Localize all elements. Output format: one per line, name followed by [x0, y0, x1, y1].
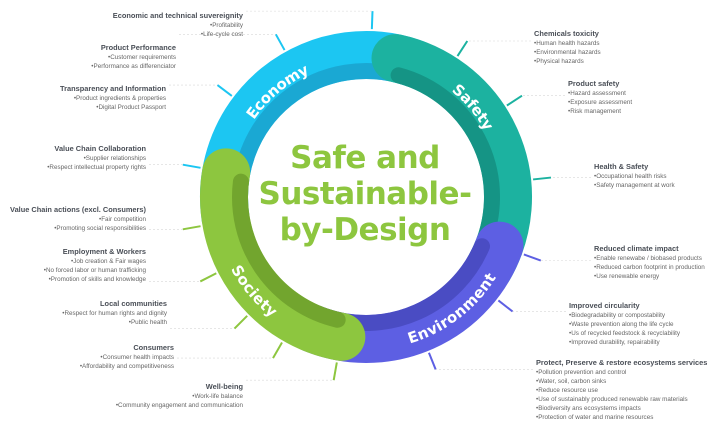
criterion-item: •Reduce resource use — [536, 387, 599, 394]
criterion-item: •Human health hazards — [534, 40, 600, 47]
criterion-tick — [332, 362, 338, 381]
criterion-item: •Pollution prevention and control — [536, 369, 627, 376]
criterion-title: Value Chain actions (excl. Consumers) — [10, 205, 146, 214]
criterion-item: •Exposure assessment — [568, 99, 633, 106]
criterion-item: •Performance as differenciator — [91, 63, 176, 70]
criterion-item: •Safety management at work — [594, 182, 675, 189]
criterion-item: •Use of sustainably produced renewable r… — [536, 396, 688, 403]
criterion-item: •Supplier relationships — [83, 155, 146, 162]
criterion-item: •Physical hazards — [534, 58, 584, 65]
criterion-title: Employment & Workers — [62, 247, 146, 256]
segment-inner-band — [232, 173, 346, 328]
criterion-item: •Biodiversity ans ecosystems impacts — [536, 405, 641, 412]
criterion-item: •Promoting social responsibilities — [54, 225, 146, 232]
criterion-item: •Respect intellectual property rights — [47, 164, 146, 171]
criterion-item: •Use renewable energy — [594, 273, 660, 280]
criterion-title: Economic and technical suvereignity — [112, 11, 243, 20]
criterion-tick — [497, 299, 514, 313]
criterion-item: •Life-cycle cost — [200, 31, 243, 38]
criterion-title: Product safety — [568, 79, 620, 88]
criterion-title: Protect, Preserve & restore ecosystems s… — [536, 358, 708, 367]
center-title: Safe and Sustainable- by-Design — [255, 140, 475, 248]
center-title-line: by-Design — [279, 212, 451, 248]
criterion-label: Employment & Workers •Job creation & Fair… — [44, 246, 146, 284]
criterion-item: •Profitability — [209, 22, 243, 29]
criterion-item: •No forced labor or human trafficking — [43, 267, 146, 274]
criterion-title: Health & Safety — [594, 162, 649, 171]
criterion-tick — [370, 11, 374, 30]
criterion-tick — [506, 94, 523, 107]
criterion-item: •Product ingredients & properties — [73, 95, 166, 102]
criterion-label: Protect, Preserve & restore ecosystems s… — [536, 357, 707, 422]
criterion-item: •Job creation & Fair wages — [70, 258, 146, 265]
criterion-label: Product safety •Hazard assessment •Exposur… — [568, 78, 632, 116]
criterion-item: •Public health — [128, 319, 167, 326]
criterion-tick — [274, 33, 286, 51]
criterion-item: •Improved durability, repairability — [569, 339, 660, 346]
criterion-item: •Work-life balance — [192, 393, 243, 400]
criterion-item: •Enable renewabe / biobased products — [594, 255, 702, 262]
criterion-label: Health & Safety •Occupational health risk… — [594, 161, 675, 190]
criterion-tick — [532, 176, 552, 181]
criterion-item: •Waste prevention along the life cycle — [569, 321, 674, 328]
criterion-item: •Water, soil, carbon sinks — [536, 378, 607, 385]
criterion-title: Local communities — [100, 299, 167, 308]
criterion-tick — [523, 253, 542, 262]
segment-arc — [200, 148, 366, 361]
center-title-line: Sustainable- — [258, 176, 472, 212]
criterion-title: Consumers — [133, 343, 174, 352]
criterion-item: •Occupational health risks — [594, 173, 667, 180]
criterion-label: Transparency and Information •Product ing… — [60, 83, 166, 112]
segment-society: Society — [200, 148, 366, 361]
criterion-item: •Biodegradability or compostability — [569, 312, 666, 319]
criterion-item: •Reduced carbon footprint in production — [594, 264, 705, 271]
center-title-line: Safe and — [290, 140, 440, 176]
criterion-label: Improved circularity •Biodegradability or… — [569, 300, 680, 347]
criterion-item: •Risk management — [568, 108, 621, 115]
criterion-title: Product Performance — [100, 43, 176, 52]
criterion-tick — [199, 272, 217, 283]
criterion-tick — [233, 315, 248, 330]
criterion-label: Product Performance •Customer requirement… — [91, 42, 176, 71]
criterion-item: •Community engagement and communication — [115, 402, 243, 409]
criterion-label: Value Chain Collaboration •Supplier relat… — [47, 143, 146, 172]
criterion-label: Value Chain actions (excl. Consumers) •Fa… — [10, 204, 146, 233]
criterion-tick — [182, 225, 201, 231]
criterion-label: Well-being •Work-life balance •Community e… — [116, 381, 243, 410]
criterion-title: Well-being — [205, 382, 243, 391]
criterion-label: Consumers •Consumer health impacts •Afford… — [80, 342, 174, 371]
criterion-item: •Environmental hazards — [534, 49, 601, 56]
criterion-item: •Customer requirements — [108, 54, 176, 61]
criterion-label: Local communities •Respect for human righ… — [62, 298, 167, 327]
criterion-item: •Promotion of skills and knowledge — [48, 276, 146, 283]
criterion-title: Chemicals toxicity — [534, 29, 599, 38]
criterion-item: •Hazard assessment — [568, 90, 626, 97]
criterion-label: Chemicals toxicity •Human health hazards •… — [534, 28, 601, 66]
criterion-item: •Digital Product Passport — [96, 104, 166, 111]
criterion-tick — [182, 163, 201, 169]
criterion-title: Transparency and Information — [60, 84, 166, 93]
criterion-tick — [216, 84, 233, 97]
criterion-label: Economic and technical suvereignity •Prof… — [113, 10, 243, 39]
criterion-item: •Protection of water and marine resource… — [536, 414, 654, 421]
criterion-tick — [272, 341, 283, 359]
criterion-item: •Respect for human rights and dignity — [62, 310, 167, 317]
criterion-title: Reduced climate impact — [594, 244, 679, 253]
criterion-tick — [428, 352, 437, 370]
criterion-title: Improved circularity — [569, 301, 640, 310]
criterion-label: Reduced climate impact •Enable renewabe /… — [594, 243, 705, 281]
criterion-item: •Fair competition — [99, 216, 146, 223]
criterion-item: •Us of recycled feedstock & recyclabilit… — [569, 330, 681, 337]
criterion-item: •Consumer health impacts — [100, 354, 174, 361]
criterion-title: Value Chain Collaboration — [54, 144, 146, 153]
criterion-item: •Affordability and competitiveness — [79, 363, 174, 370]
criterion-tick — [456, 40, 469, 57]
